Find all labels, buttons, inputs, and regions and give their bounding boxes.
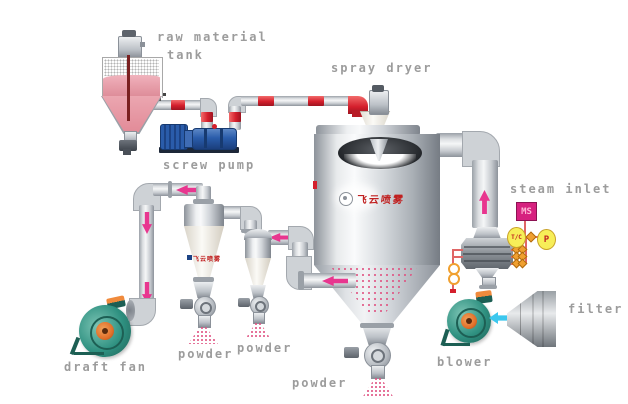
cyclone2-discharge-funnel <box>250 285 266 298</box>
atomizer-motor-cap <box>372 85 384 92</box>
label-filter: filter <box>568 302 624 316</box>
dryer-spray-mist <box>344 154 416 170</box>
tank-outlet-valve <box>119 140 137 151</box>
label-powder-cyclone2: powder <box>237 341 293 355</box>
tank-cone <box>102 96 161 132</box>
pipe-open-end <box>126 300 135 321</box>
label-draft-fan: draft fan <box>64 360 148 374</box>
cyclone1-barrel <box>184 204 224 226</box>
cyclone1-discharge-funnel <box>193 282 214 298</box>
flow-arrow-left <box>176 185 202 195</box>
valve-band <box>258 96 274 106</box>
flow-arrow-up <box>479 190 490 214</box>
tank-liquid <box>103 75 160 97</box>
flow-arrow-down <box>142 282 152 304</box>
flow-arrow-filter-to-blower <box>489 312 509 324</box>
instrument-line <box>524 219 526 237</box>
label-blower: blower <box>437 355 493 369</box>
agitator-motor <box>118 36 142 59</box>
cyclone1-brand-text: 飞云喷雾 <box>193 256 222 263</box>
heater-inlet-funnel <box>473 227 501 239</box>
valve-actuator <box>180 299 193 309</box>
powder-discharge-cyclone2 <box>246 322 270 338</box>
heater-rib <box>463 253 511 255</box>
label-raw-material-line2: tank <box>167 48 204 62</box>
valve-actuator <box>344 347 359 358</box>
instrument-line <box>452 256 463 258</box>
blower-inlet-ring <box>456 308 486 338</box>
sensor-mark <box>313 181 317 189</box>
instrument-ms: MS <box>516 202 537 221</box>
label-screw-pump: screw pump <box>163 158 256 172</box>
cyclone1-cone <box>184 226 224 279</box>
drain-tick <box>450 289 456 293</box>
dryer-lid <box>316 125 420 136</box>
draft-fan-stand-base <box>74 352 104 355</box>
dryer-discharge-funnel <box>362 325 392 345</box>
agitator-shaft-lower <box>127 57 130 121</box>
powder-discharge-dryer <box>362 377 394 398</box>
valve-band <box>201 112 213 122</box>
valve-hub <box>371 349 385 363</box>
instrument-line <box>452 249 463 251</box>
pipe-flange <box>298 271 304 290</box>
label-powder-cyclone1: powder <box>178 347 234 361</box>
pipe-downcomer-draft-fan <box>139 205 154 305</box>
valve-hub <box>255 301 266 312</box>
draft-fan-inlet-ring <box>90 316 124 350</box>
flow-arrow-down <box>142 212 152 234</box>
flow-arrow-left <box>269 233 294 242</box>
powder-discharge-cyclone1 <box>188 326 218 344</box>
valve-band <box>308 96 324 106</box>
discharge-flange <box>193 277 214 282</box>
heater-rib <box>464 246 510 248</box>
cyclone2-barrel <box>245 238 271 258</box>
label-powder-dryer: powder <box>292 376 348 390</box>
tank-vapor-space <box>104 59 159 76</box>
pump-relief-dot <box>212 124 217 129</box>
blower-hub-dot <box>466 318 472 324</box>
agitator-motor-cap <box>122 30 136 37</box>
pipe-flange <box>479 285 497 289</box>
valve-symbol <box>525 231 537 243</box>
instrument-pressure-gauge: P <box>537 229 556 250</box>
pump-body <box>192 128 237 150</box>
discharge-stub <box>371 365 385 379</box>
duct-riser <box>292 242 308 260</box>
pump-flange-ring <box>220 128 223 148</box>
cyclone2-cap <box>244 229 272 240</box>
feed-elbow-red <box>348 96 368 114</box>
label-spray-dryer: spray dryer <box>331 61 433 75</box>
dryer-logo-dot <box>343 196 347 200</box>
feed-drop-red <box>352 110 363 117</box>
valve-hub <box>200 302 212 314</box>
dryer-brand-text: 飞云喷雾 <box>355 195 406 206</box>
discharge-flange <box>360 323 394 328</box>
valve-band <box>229 112 241 122</box>
pump-flange-ring <box>204 128 207 148</box>
blower-stand-base <box>443 343 470 346</box>
steam-trap-symbol <box>448 273 460 285</box>
instrument-temperature-controller: T/C <box>507 227 526 248</box>
label-steam-inlet: steam inlet <box>510 182 612 196</box>
pump-base <box>159 147 239 153</box>
tank-outlet-elbow <box>123 149 131 155</box>
flow-arrow-left <box>322 276 348 286</box>
air-filter <box>507 291 556 347</box>
valve-band <box>171 100 185 110</box>
motor-junction-box <box>140 42 145 47</box>
atomizer-motor <box>369 90 389 115</box>
draft-fan-hub-dot <box>102 328 108 334</box>
valve-actuator <box>238 298 250 307</box>
pipe-flange <box>193 199 214 204</box>
pipe-dryer-feed <box>241 96 353 106</box>
heater-rib <box>464 260 510 262</box>
heater-bottom-cone <box>475 268 499 278</box>
cyclone1-logo-icon <box>187 255 192 260</box>
cyclone2-cone <box>245 258 271 286</box>
label-raw-material-line1: raw material <box>157 30 268 44</box>
pump-motor <box>160 124 188 150</box>
pipe-flange <box>168 181 172 198</box>
